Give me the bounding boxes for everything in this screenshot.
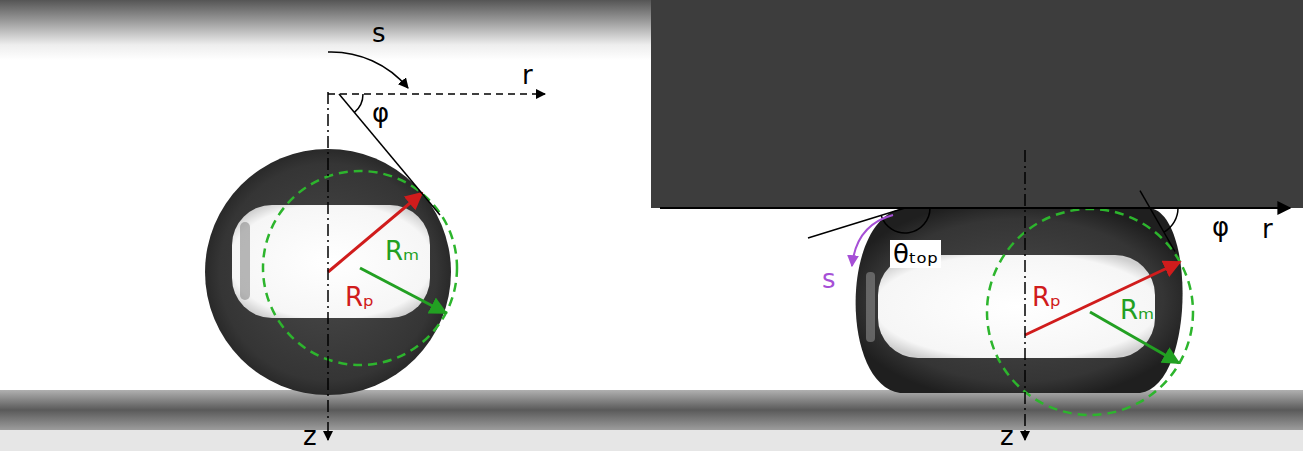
- droplet-reflection: [240, 222, 250, 300]
- angle-symbol: φ: [1212, 214, 1229, 240]
- radius-arrow: [328, 193, 422, 272]
- label-holder: θₜₒₚ: [890, 240, 941, 268]
- top-plate: [651, 0, 1303, 208]
- label-holder: Rₘ: [1120, 297, 1154, 323]
- angle-symbol: θₜₒₚ: [890, 240, 941, 268]
- angle-symbol: φ: [372, 100, 389, 126]
- angle-arc: [1164, 208, 1178, 232]
- label-holder: z: [303, 423, 317, 449]
- bottom-plate: [0, 390, 651, 430]
- droplet-highlight: [878, 255, 1155, 358]
- bottom-plate-edge: [0, 430, 651, 451]
- angle-arc: [354, 94, 363, 112]
- label-holder: r: [1262, 216, 1273, 242]
- background: [0, 0, 651, 451]
- radius-symbol: Rₘ: [385, 238, 419, 264]
- label-holder: s: [372, 20, 386, 46]
- axis-symbol: r: [522, 62, 533, 88]
- label-holder: s: [822, 266, 836, 292]
- label-holder: φ: [1212, 214, 1229, 240]
- label-holder: z: [1000, 423, 1014, 449]
- radius-symbol: Rₚ: [1032, 284, 1061, 310]
- angle-arc: [881, 208, 930, 233]
- tangent-line: [1140, 191, 1175, 252]
- arc-length-arrow: [852, 215, 893, 266]
- arc-length-arrow: [328, 52, 408, 88]
- label-holder: φ: [372, 100, 389, 126]
- axis-symbol: z: [303, 423, 317, 449]
- r-axis: [328, 93, 545, 95]
- background: [651, 0, 1303, 451]
- bottom-plate: [651, 390, 1303, 430]
- top-plate: [0, 0, 651, 60]
- tangent-line: [339, 94, 440, 215]
- curvature-circle: [987, 209, 1193, 415]
- radius-symbol: Rₚ: [345, 284, 374, 310]
- label-holder: Rₚ: [1032, 284, 1061, 310]
- radius-symbol: Rₘ: [1120, 297, 1154, 323]
- bottom-plate-edge: [651, 430, 1303, 451]
- z-axis: [1024, 150, 1026, 440]
- arc-length-symbol: s: [822, 266, 836, 292]
- r-axis: [660, 207, 1290, 209]
- axis-symbol: r: [1262, 216, 1273, 242]
- droplet-highlight: [232, 205, 430, 318]
- radius-arrow: [1025, 262, 1180, 335]
- axis-symbol: z: [1000, 423, 1014, 449]
- label-holder: Rₚ: [345, 284, 374, 310]
- droplet-reflection: [866, 272, 875, 342]
- label-holder: Rₘ: [385, 238, 419, 264]
- label-holder: r: [522, 62, 533, 88]
- tangent-line: [808, 208, 905, 238]
- arc-length-symbol: s: [372, 20, 386, 46]
- z-axis: [327, 92, 329, 440]
